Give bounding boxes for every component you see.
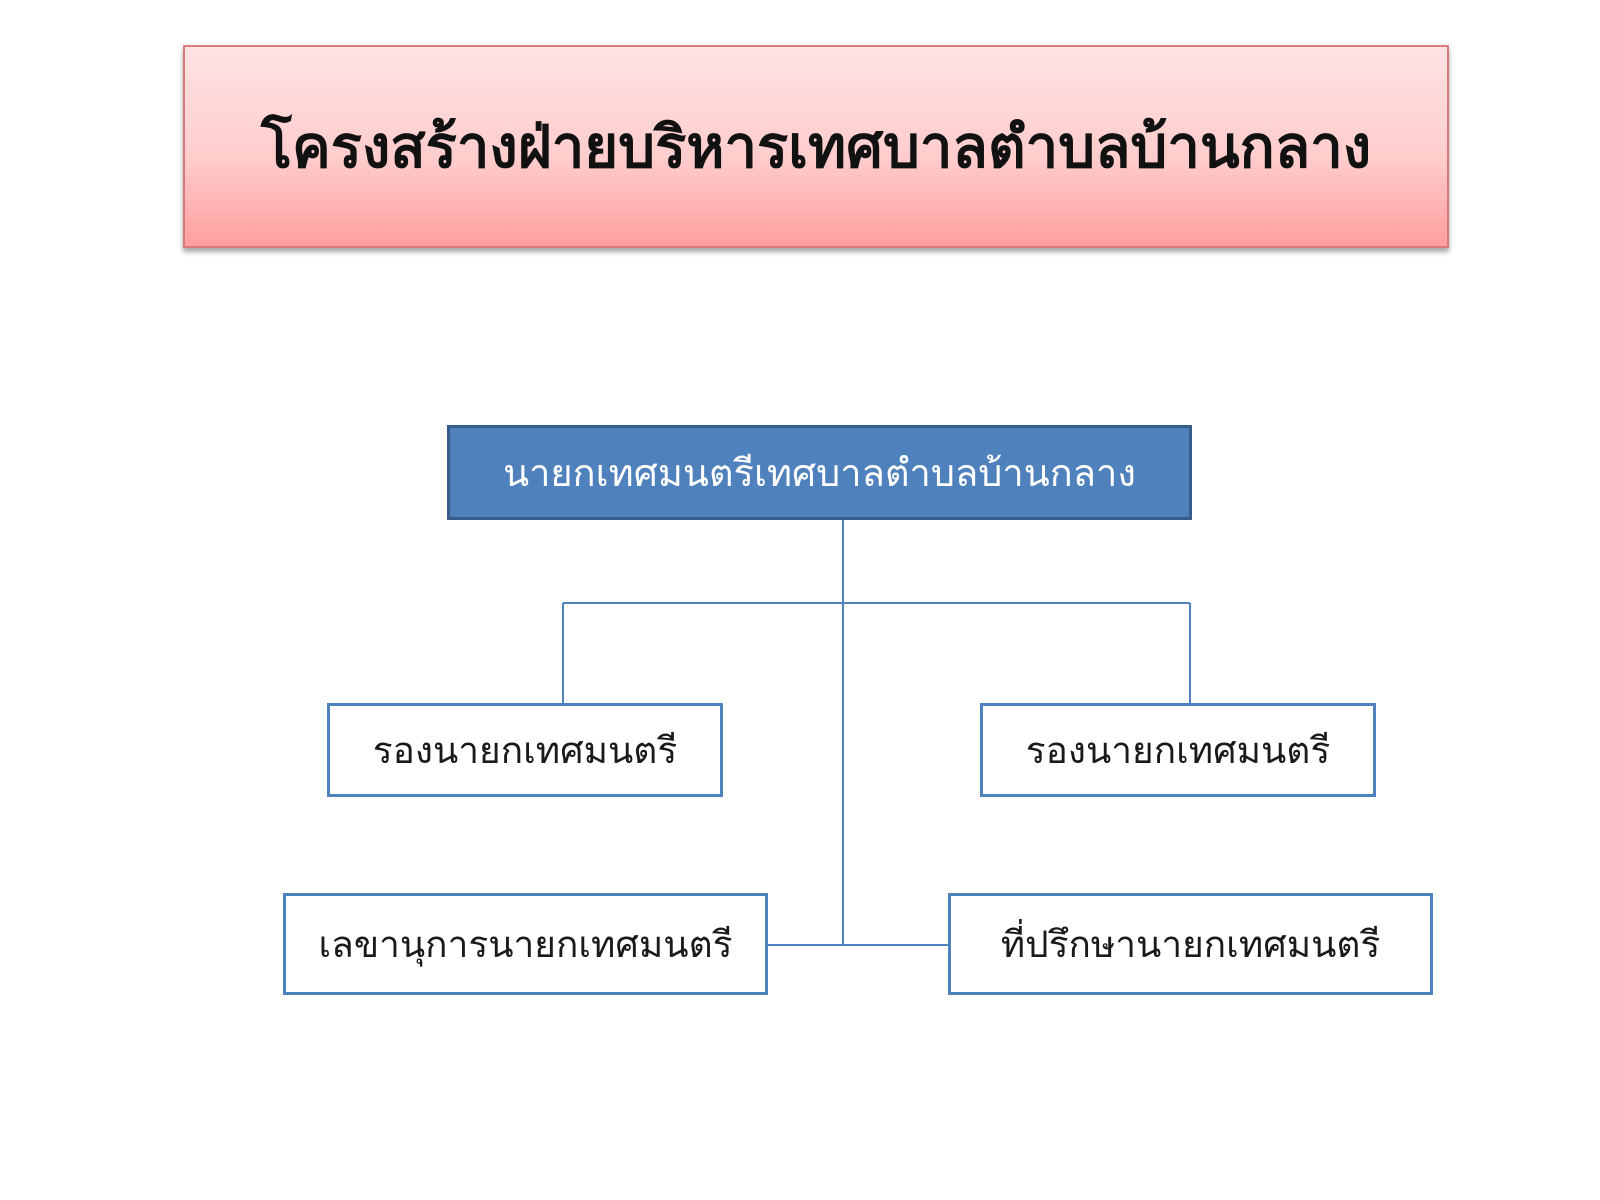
- org-node-deputy-mayor-left-label: รองนายกเทศมนตรี: [372, 728, 678, 772]
- org-node-deputy-mayor-left: รองนายกเทศมนตรี: [327, 703, 723, 797]
- org-node-mayor-advisor: ที่ปรึกษานายกเทศมนตรี: [948, 893, 1433, 995]
- org-node-mayor-advisor-label: ที่ปรึกษานายกเทศมนตรี: [1000, 922, 1381, 966]
- org-node-deputy-mayor-right: รองนายกเทศมนตรี: [980, 703, 1376, 797]
- title-banner: โครงสร้างฝ่ายบริหารเทศบาลตำบลบ้านกลาง: [183, 45, 1449, 248]
- org-node-mayor-secretary-label: เลขานุการนายกเทศมนตรี: [318, 922, 733, 966]
- org-node-mayor: นายกเทศมนตรีเทศบาลตำบลบ้านกลาง: [447, 425, 1192, 520]
- org-node-deputy-mayor-right-label: รองนายกเทศมนตรี: [1025, 728, 1331, 772]
- page-title: โครงสร้างฝ่ายบริหารเทศบาลตำบลบ้านกลาง: [260, 113, 1372, 181]
- org-node-mayor-secretary: เลขานุการนายกเทศมนตรี: [283, 893, 768, 995]
- org-node-mayor-label: นายกเทศมนตรีเทศบาลตำบลบ้านกลาง: [503, 451, 1136, 495]
